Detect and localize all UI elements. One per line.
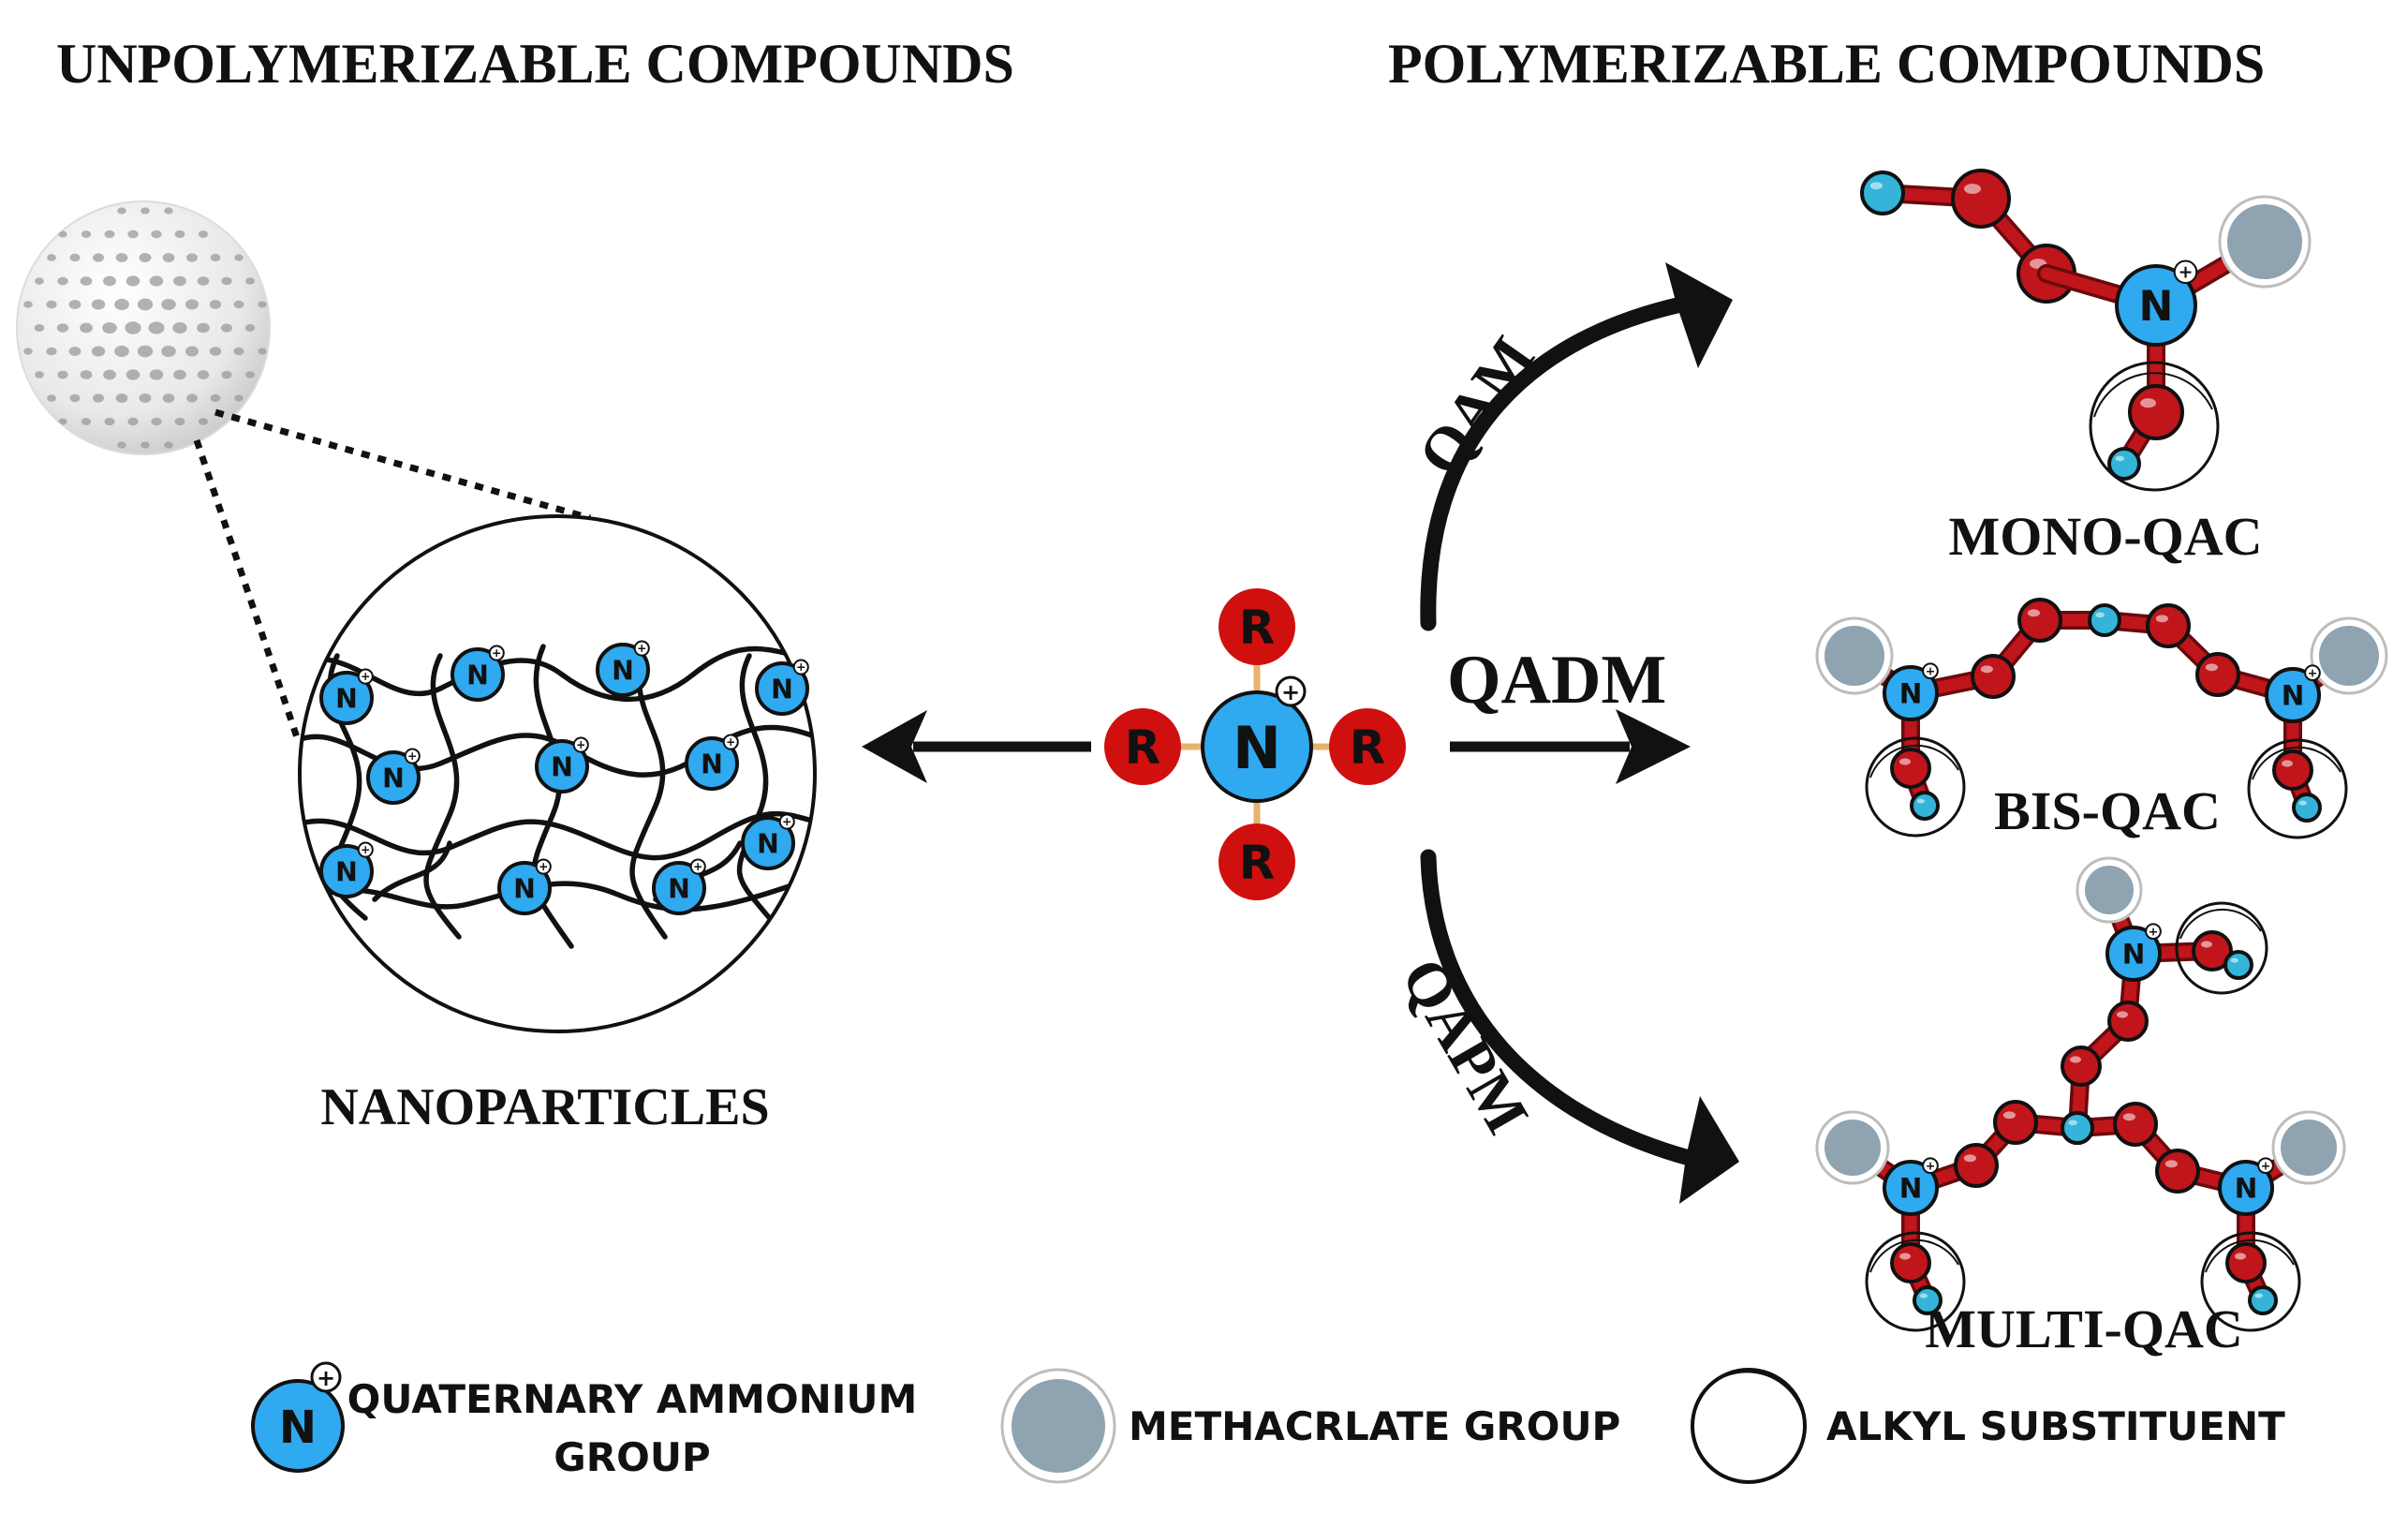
nano-nitrogen: N+ xyxy=(685,734,739,791)
svg-text:+: + xyxy=(361,843,370,856)
legend-methacrylate: METHACRLATE GROUP xyxy=(1000,1368,1620,1484)
svg-text:N: N xyxy=(513,873,536,904)
label-mono-qac: MONO-QAC xyxy=(1948,506,2262,567)
legend-methacrylate-text: METHACRLATE GROUP xyxy=(1129,1403,1620,1449)
bis-qac-molecule: N+N+ xyxy=(1815,598,2388,839)
svg-text:+: + xyxy=(1926,1158,1936,1172)
r-group-bottom: R xyxy=(1219,823,1295,900)
svg-text:+: + xyxy=(407,749,417,763)
svg-text:N: N xyxy=(2139,283,2174,331)
mono-qac-molecule: N+ xyxy=(1860,169,2312,492)
heading-unpolymerizable: UNPOLYMERIZABLE COMPOUNDS xyxy=(56,33,1014,95)
central-nitrogen: N xyxy=(1201,690,1313,803)
label-nanoparticles: NANOPARTICLES xyxy=(320,1078,769,1136)
svg-text:N: N xyxy=(335,683,358,714)
legend-alkyl: ALKYL SUBSTITUENT xyxy=(1691,1368,2285,1484)
legend: N + QUATERNARY AMMONIUM GROUP METHACRLAT… xyxy=(251,1361,2285,1484)
heading-polymerizable: POLYMERIZABLE COMPOUNDS xyxy=(1388,33,2265,95)
svg-text:N: N xyxy=(2282,680,2305,712)
porous-nanoparticle-sphere xyxy=(16,200,271,455)
svg-text:+: + xyxy=(576,738,585,751)
svg-text:N: N xyxy=(2235,1173,2258,1205)
multi-qac-molecule: N+N+N+ xyxy=(1815,856,2346,1332)
multi-nitrogen-top: N+ xyxy=(2105,923,2162,982)
arrow-qam: QAM xyxy=(1405,262,1733,631)
zoom-lines xyxy=(193,408,591,742)
svg-text:N: N xyxy=(1899,678,1923,710)
svg-text:N: N xyxy=(668,873,690,904)
nano-nitrogen: N+ xyxy=(319,841,374,898)
svg-text:N: N xyxy=(466,660,489,690)
legend-nitrogen-icon xyxy=(251,1379,345,1473)
nanoparticle-zoom: N+N+N+N+N+N+N+N+N+N+N+ xyxy=(298,514,817,1033)
svg-text:+: + xyxy=(2149,924,2159,938)
svg-text:+: + xyxy=(317,1365,335,1391)
svg-text:+: + xyxy=(782,815,791,828)
central-charge: + xyxy=(1275,675,1307,707)
bis-nitrogen: N+ xyxy=(1883,662,1939,721)
label-bis-qac: BIS-QAC xyxy=(1994,780,2221,841)
svg-text:+: + xyxy=(2179,262,2194,283)
svg-text:R: R xyxy=(1239,836,1276,890)
nano-nitrogen: N+ xyxy=(451,645,505,702)
svg-text:R: R xyxy=(1125,720,1161,775)
nano-nitrogen: N+ xyxy=(596,640,650,697)
multi-nitrogen: N+ xyxy=(1883,1157,1939,1216)
svg-text:+: + xyxy=(1926,663,1936,677)
svg-text:N: N xyxy=(757,828,779,859)
nano-nitrogen: N+ xyxy=(535,736,589,794)
svg-text:N: N xyxy=(1233,714,1281,782)
nano-nitrogen: N+ xyxy=(755,659,809,716)
svg-text:+: + xyxy=(2261,1158,2271,1172)
legend-alkyl-text: ALKYL SUBSTITUENT xyxy=(1826,1403,2285,1449)
svg-text:+: + xyxy=(693,860,702,873)
multi-nitrogen: N+ xyxy=(2218,1157,2274,1216)
legend-qa-line1: QUATERNARY AMMONIUM xyxy=(347,1376,918,1422)
svg-text:+: + xyxy=(492,646,501,660)
bis-nitrogen: N+ xyxy=(2265,664,2321,723)
svg-text:+: + xyxy=(2308,665,2318,679)
legend-qa-line2: GROUP xyxy=(554,1434,710,1480)
label-qadm: QADM xyxy=(1447,642,1666,719)
arrow-left xyxy=(862,710,1091,783)
svg-text:+: + xyxy=(539,860,548,873)
label-qapm: QAPM xyxy=(1388,947,1542,1145)
legend-quaternary-ammonium: N + QUATERNARY AMMONIUM GROUP xyxy=(251,1361,918,1480)
arrow-qapm: QAPM xyxy=(1388,849,1739,1204)
svg-text:+: + xyxy=(1281,679,1300,705)
svg-text:N: N xyxy=(701,749,723,779)
nano-nitrogen: N+ xyxy=(366,748,421,805)
label-qam: QAM xyxy=(1405,325,1547,488)
svg-text:+: + xyxy=(726,735,735,749)
r-group-left: R xyxy=(1104,708,1181,785)
nano-nitrogen: N+ xyxy=(319,668,374,725)
svg-text:N: N xyxy=(551,751,573,782)
legend-methacrylate-icon xyxy=(1012,1379,1105,1473)
r-group-right: R xyxy=(1329,708,1406,785)
svg-text:N: N xyxy=(612,655,634,686)
svg-text:N: N xyxy=(335,856,358,887)
svg-text:R: R xyxy=(1350,720,1386,775)
svg-text:+: + xyxy=(796,660,805,674)
nano-nitrogen: N+ xyxy=(652,858,706,915)
nano-nitrogen: N+ xyxy=(497,858,552,915)
mono-nitrogen: N+ xyxy=(2115,260,2198,347)
svg-text:N: N xyxy=(2122,939,2146,971)
svg-text:N: N xyxy=(382,763,405,794)
r-group-top: R xyxy=(1219,588,1295,665)
svg-text:+: + xyxy=(361,670,370,683)
svg-text:N: N xyxy=(771,674,793,705)
central-quaternary-ammonium: R R R R N + xyxy=(1104,588,1406,900)
svg-text:N: N xyxy=(1899,1173,1923,1205)
svg-text:R: R xyxy=(1239,601,1276,655)
svg-text:N: N xyxy=(279,1402,317,1454)
svg-text:+: + xyxy=(637,642,646,655)
label-multi-qac: MULTI-QAC xyxy=(1925,1298,2242,1359)
nano-nitrogen: N+ xyxy=(741,813,795,870)
arrow-qadm: QADM xyxy=(1447,642,1691,784)
